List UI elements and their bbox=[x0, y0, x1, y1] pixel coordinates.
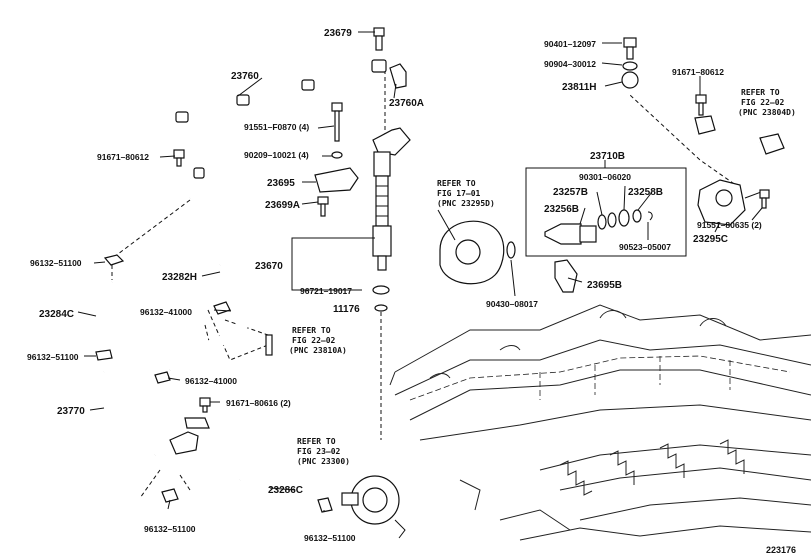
bolt-23699A bbox=[317, 196, 329, 217]
label-96721-19017: 96721–19017 bbox=[300, 286, 352, 296]
label-23760A: 23760A bbox=[389, 98, 424, 109]
label-91671-80616: 91671–80616 (2) bbox=[226, 398, 291, 408]
valve-parts-23710B bbox=[544, 209, 653, 245]
clamp-96132-41000-b bbox=[154, 371, 171, 384]
label-23256B: 23256B bbox=[544, 204, 579, 215]
svg-text:FIG 23–02: FIG 23–02 bbox=[297, 447, 341, 456]
label-23695B: 23695B bbox=[587, 280, 622, 291]
label-23282H: 23282H bbox=[162, 272, 197, 283]
label-90301-06020: 90301–06020 bbox=[579, 172, 631, 182]
label-96132-41000-b: 96132–41000 bbox=[185, 376, 237, 386]
label-96132-51100-a: 96132–51100 bbox=[30, 258, 82, 268]
clamp-96132-51100-b bbox=[95, 349, 113, 361]
diagram-id: 223176 bbox=[766, 545, 796, 555]
label-91551-F0870: 91551–F0870 (4) bbox=[244, 122, 309, 132]
injector-23670 bbox=[372, 127, 411, 271]
label-23811H: 23811H bbox=[562, 82, 596, 93]
gasket-90904-30012 bbox=[622, 61, 638, 71]
clamp-23695 bbox=[314, 167, 359, 193]
label-23760: 23760 bbox=[231, 71, 259, 82]
label-91671-80612-left: 91671–80612 bbox=[97, 152, 149, 162]
fuel-pump-23295D bbox=[437, 209, 505, 285]
svg-text:REFER TO: REFER TO bbox=[292, 326, 331, 335]
svg-text:FIG 22–02: FIG 22–02 bbox=[292, 336, 336, 345]
label-23710B: 23710B bbox=[590, 151, 625, 162]
label-11176: 11176 bbox=[333, 304, 360, 315]
engine-block-illustration bbox=[389, 304, 811, 541]
label-23295C: 23295C bbox=[693, 234, 728, 245]
injection-pipe-23760 bbox=[175, 59, 387, 199]
refer-note-23295D: REFER TO FIG 17–01 (PNC 23295D) bbox=[437, 179, 495, 208]
washer-90209 bbox=[331, 151, 343, 159]
svg-text:FIG 17–01: FIG 17–01 bbox=[437, 189, 481, 198]
label-23699A: 23699A bbox=[265, 200, 300, 211]
dashed-leaders bbox=[109, 70, 741, 499]
bolt-91551-F0870 bbox=[331, 102, 343, 142]
kit-box-23710B bbox=[525, 167, 687, 257]
clamp-23695B bbox=[554, 259, 578, 293]
bolt-90401-12097 bbox=[623, 37, 637, 60]
svg-text:REFER TO: REFER TO bbox=[741, 88, 780, 97]
label-96132-51100-b: 96132–51100 bbox=[27, 352, 79, 362]
refer-note-23810A: REFER TO FIG 22–02 (PNC 23810A) bbox=[289, 326, 347, 355]
label-23679: 23679 bbox=[324, 28, 352, 39]
pipe-23811H bbox=[621, 71, 785, 155]
bolt-91671-80612-left bbox=[173, 149, 185, 167]
label-23286C: 23286C bbox=[268, 485, 303, 496]
svg-text:REFER TO: REFER TO bbox=[297, 437, 336, 446]
label-90523-05007: 90523–05007 bbox=[619, 242, 671, 252]
label-23695: 23695 bbox=[267, 178, 295, 189]
bolt-91671-80616 bbox=[199, 397, 211, 413]
svg-text:(PNC 23300): (PNC 23300) bbox=[297, 457, 350, 466]
label-90904-30012: 90904–30012 bbox=[544, 59, 596, 69]
label-96132-51100-d: 96132–51100 bbox=[304, 533, 356, 543]
svg-text:FIG 22–02: FIG 22–02 bbox=[741, 98, 785, 107]
label-90430-08017: 90430–08017 bbox=[486, 299, 538, 309]
vacuum-pump-23300 bbox=[341, 475, 406, 539]
clamp-96132-41000-a bbox=[213, 301, 231, 315]
label-23258B: 23258B bbox=[628, 187, 663, 198]
clamp-96132-51100-d bbox=[317, 497, 333, 513]
svg-text:(PNC 23804D): (PNC 23804D) bbox=[738, 108, 796, 117]
clamp-23760A bbox=[389, 63, 407, 89]
svg-text:(PNC 23810A): (PNC 23810A) bbox=[289, 346, 347, 355]
label-96132-51100-c: 96132–51100 bbox=[144, 524, 196, 534]
o-ring-96721-19017 bbox=[372, 285, 390, 295]
bolt-23679 bbox=[373, 27, 385, 51]
clamp-96132-51100-c bbox=[161, 488, 179, 503]
pipe-stub-23810A bbox=[265, 334, 273, 356]
label-23670: 23670 bbox=[255, 261, 283, 272]
pipe-23770 bbox=[101, 371, 212, 456]
label-23770: 23770 bbox=[57, 406, 85, 417]
leader-lines bbox=[77, 31, 763, 512]
label-23257B: 23257B bbox=[553, 187, 588, 198]
label-96132-41000-a: 96132–41000 bbox=[140, 307, 192, 317]
label-90401-12097: 90401–12097 bbox=[544, 39, 596, 49]
housing-23295C bbox=[697, 179, 770, 226]
label-91551-80635: 91551–80635 (2) bbox=[697, 220, 762, 230]
refer-note-23300: REFER TO FIG 23–02 (PNC 23300) bbox=[297, 437, 350, 466]
bolt-91551-80635 bbox=[759, 189, 770, 209]
label-91671-80612-right: 91671–80612 bbox=[672, 67, 724, 77]
label-23284C: 23284C bbox=[39, 309, 74, 320]
svg-text:REFER TO: REFER TO bbox=[437, 179, 476, 188]
clamp-96132-51100-a bbox=[103, 254, 125, 266]
svg-text:(PNC 23295D): (PNC 23295D) bbox=[437, 199, 495, 208]
bolt-91671-80612-right bbox=[695, 94, 707, 116]
label-90209-10021: 90209–10021 (4) bbox=[244, 150, 309, 160]
gasket-90430-08017 bbox=[506, 241, 516, 259]
part-labels: 23679 23760 23760A 91551–F0870 (4) 90209… bbox=[27, 28, 762, 543]
gasket-11176 bbox=[374, 304, 388, 312]
refer-note-23804D: REFER TO FIG 22–02 (PNC 23804D) bbox=[738, 88, 796, 117]
